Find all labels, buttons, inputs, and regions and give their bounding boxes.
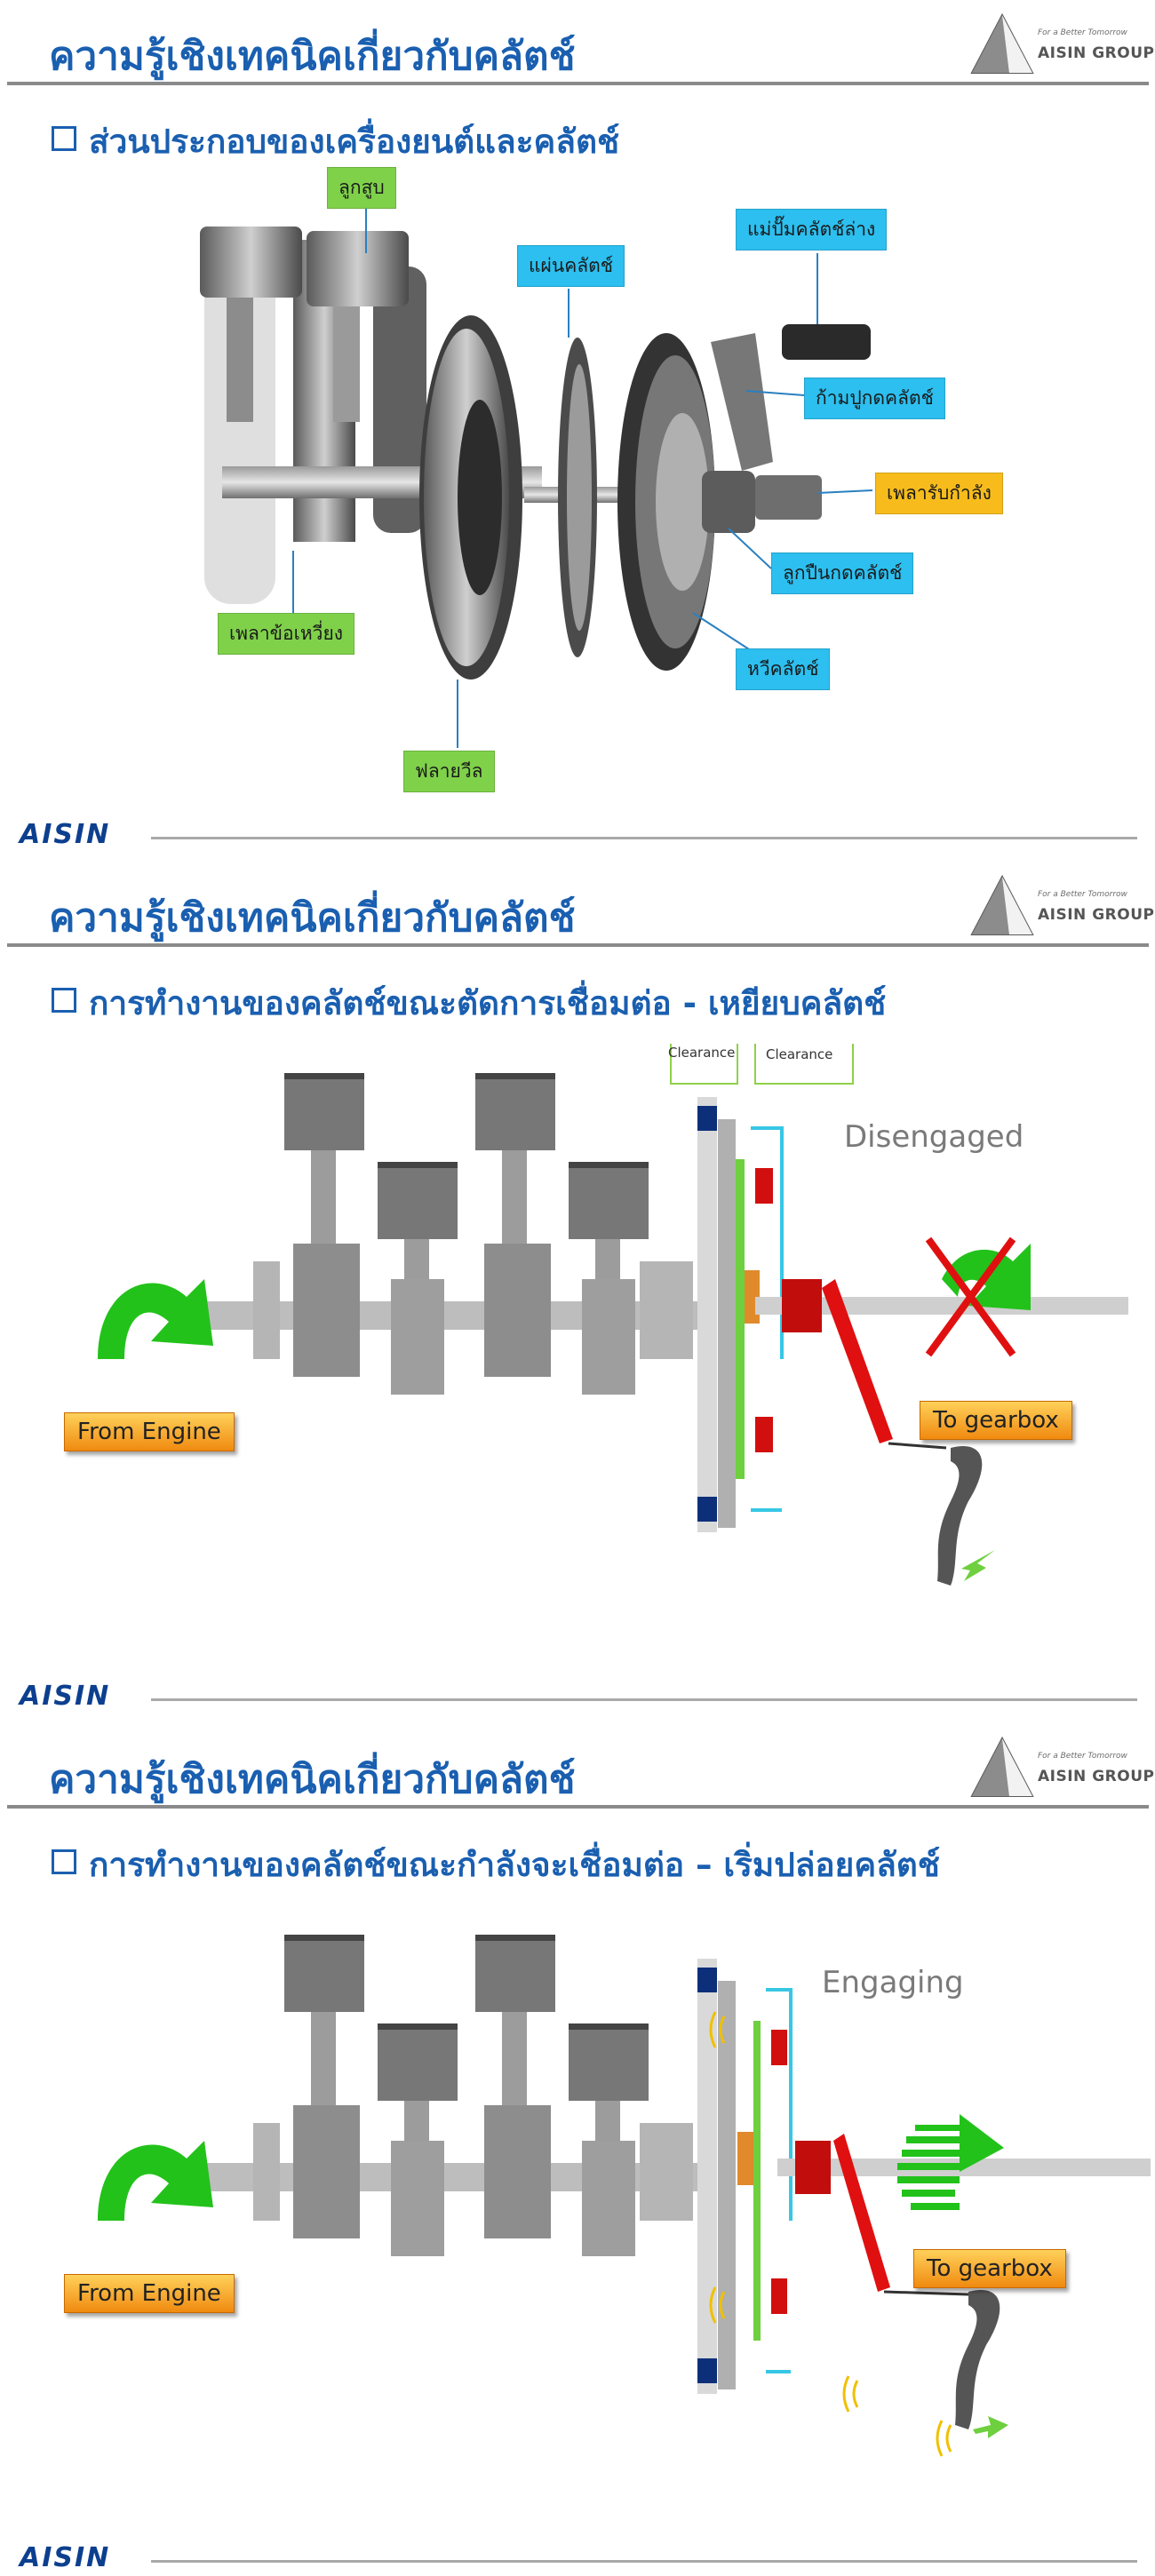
clearance-label-right: Clearance bbox=[766, 1046, 833, 1062]
label-release-bearing: ลูกปืนกดคลัตช์ bbox=[771, 553, 914, 594]
pedal-release-arrow-icon bbox=[973, 2416, 1008, 2438]
aisin-footer-logo: AISIN bbox=[20, 1681, 111, 1712]
release-fork-graphic bbox=[822, 1279, 893, 1443]
label-piston: ลูกสูบ bbox=[327, 167, 396, 209]
clutch-disc-graphic bbox=[736, 1159, 745, 1479]
subtitle-text: การทำงานของคลัตช์ขณะกำลังจะเชื่อมต่อ – เ… bbox=[89, 1846, 940, 1884]
label-pressure-plate: หวีคลัตช์ bbox=[736, 648, 831, 690]
checkbox-bullet-icon bbox=[52, 988, 76, 1013]
aisin-group-logo: For a Better Tomorrow AISIN GROUP bbox=[968, 872, 1154, 939]
engaging-diagram bbox=[98, 1935, 1151, 2457]
pressure-plate-outline bbox=[766, 1988, 793, 2373]
aisin-footer-logo: AISIN bbox=[20, 819, 111, 850]
release-bearing-graphic bbox=[795, 2141, 831, 2194]
aisin-group-logo: For a Better Tomorrow AISIN GROUP bbox=[968, 1734, 1154, 1801]
logo-brand: AISIN GROUP bbox=[1038, 44, 1155, 62]
piston-2 bbox=[307, 231, 409, 306]
release-bearing-graphic bbox=[782, 1279, 822, 1332]
flywheel-graphic bbox=[697, 1097, 717, 1532]
disengaged-diagram bbox=[98, 1044, 1128, 1586]
slide-subtitle: การทำงานของคลัตช์ขณะกำลังจะเชื่อมต่อ – เ… bbox=[52, 1839, 940, 1891]
clearance-label-left: Clearance bbox=[668, 1045, 736, 1061]
flywheel-graphic bbox=[697, 1959, 717, 2394]
engaging-label: Engaging bbox=[822, 1965, 964, 2000]
pressure-plate-graphic bbox=[617, 333, 715, 671]
engine-crank-graphic bbox=[200, 1073, 715, 1395]
aisin-group-logo: For a Better Tomorrow AISIN GROUP bbox=[968, 11, 1154, 77]
label-slave-cylinder: แม่ปั๊มคลัตช์ล่าง bbox=[736, 209, 888, 250]
to-gearbox-label: To gearbox bbox=[913, 2249, 1066, 2288]
release-fork-graphic bbox=[711, 333, 773, 471]
label-release-fork: ก้ามปูกดคลัตช์ bbox=[804, 378, 945, 419]
engine-rotation-arrow-icon bbox=[98, 2141, 213, 2221]
release-bearing-graphic bbox=[702, 471, 755, 533]
logo-brand: AISIN GROUP bbox=[1038, 906, 1155, 924]
aisin-triangle-icon bbox=[970, 12, 1034, 74]
gearbox-rotation-arrow-icon bbox=[897, 2114, 1004, 2210]
label-input-shaft: เพลารับกำลัง bbox=[875, 473, 1003, 514]
from-engine-label: From Engine bbox=[64, 1412, 235, 1451]
label-flywheel: ฟลายวีล bbox=[403, 751, 495, 792]
footer-divider bbox=[151, 837, 1137, 839]
disengaged-label: Disengaged bbox=[844, 1119, 1024, 1155]
input-shaft-graphic bbox=[755, 1297, 1128, 1315]
page-title: ความรู้เชิงเทคนิคเกี่ยวกับคลัตช์ bbox=[49, 34, 576, 79]
clutch-cable bbox=[883, 2290, 969, 2296]
page-title: ความรู้เชิงเทคนิคเกี่ยวกับคลัตช์ bbox=[49, 895, 576, 941]
subtitle-text: ส่วนประกอบของเครื่องยนต์และคลัตช์ bbox=[89, 123, 620, 161]
clutch-exploded-illustration bbox=[200, 207, 873, 748]
flywheel-graphic bbox=[419, 315, 522, 680]
piston-1 bbox=[200, 227, 302, 298]
logo-tagline: For a Better Tomorrow bbox=[1038, 1752, 1127, 1761]
logo-brand: AISIN GROUP bbox=[1038, 1768, 1155, 1785]
cross-mark-icon bbox=[925, 1236, 1016, 1357]
label-crankshaft: เพลาข้อเหวี่ยง bbox=[218, 613, 355, 655]
clutch-pedal-graphic bbox=[955, 2290, 1000, 2429]
slide-disengaged: ความรู้เชิงเทคนิคเกี่ยวกับคลัตช์ For a B… bbox=[0, 862, 1155, 1714]
clutch-cable bbox=[888, 1442, 947, 1450]
to-gearbox-label: To gearbox bbox=[920, 1401, 1072, 1440]
aisin-triangle-icon bbox=[970, 1736, 1034, 1797]
footer-divider bbox=[151, 2560, 1137, 2563]
logo-tagline: For a Better Tomorrow bbox=[1038, 28, 1127, 37]
label-clutch-disc: แผ่นคลัตช์ bbox=[517, 245, 625, 287]
engine-crank-graphic bbox=[200, 1935, 715, 2256]
clutch-disc-graphic bbox=[753, 2021, 761, 2341]
from-engine-label: From Engine bbox=[64, 2274, 235, 2313]
page-title: ความรู้เชิงเทคนิคเกี่ยวกับคลัตช์ bbox=[49, 1757, 576, 1802]
title-divider bbox=[7, 82, 1149, 85]
subtitle-text: การทำงานของคลัตช์ขณะตัดการเชื่อมต่อ - เห… bbox=[89, 984, 887, 1022]
footer-divider bbox=[151, 1698, 1137, 1701]
clutch-disc-graphic bbox=[558, 338, 597, 657]
checkbox-bullet-icon bbox=[52, 126, 76, 151]
pedal-push-arrow-icon bbox=[961, 1550, 995, 1581]
logo-tagline: For a Better Tomorrow bbox=[1038, 890, 1127, 899]
slide-subtitle: การทำงานของคลัตช์ขณะตัดการเชื่อมต่อ - เห… bbox=[52, 977, 886, 1030]
clutch-pedal-graphic bbox=[937, 1446, 983, 1586]
title-divider bbox=[7, 943, 1149, 947]
slide-subtitle: ส่วนประกอบของเครื่องยนต์และคลัตช์ bbox=[52, 115, 619, 168]
aisin-footer-logo: AISIN bbox=[20, 2542, 111, 2573]
clearance-brackets bbox=[670, 1044, 854, 1085]
aisin-triangle-icon bbox=[970, 874, 1034, 935]
slide-components: ความรู้เชิงเทคนิคเกี่ยวกับคลัตช์ For a B… bbox=[0, 0, 1155, 853]
clutch-disc-hub-graphic bbox=[737, 2132, 755, 2185]
title-divider bbox=[7, 1805, 1149, 1809]
checkbox-bullet-icon bbox=[52, 1849, 76, 1874]
slave-cylinder-graphic bbox=[782, 324, 871, 360]
friction-marks bbox=[709, 2011, 952, 2457]
input-shaft-spline-graphic bbox=[755, 475, 822, 520]
engine-rotation-arrow-icon bbox=[98, 1279, 213, 1359]
release-fork-graphic bbox=[833, 2134, 890, 2292]
slide-engaging: ความรู้เชิงเทคนิคเกี่ยวกับคลัตช์ For a B… bbox=[0, 1723, 1155, 2576]
